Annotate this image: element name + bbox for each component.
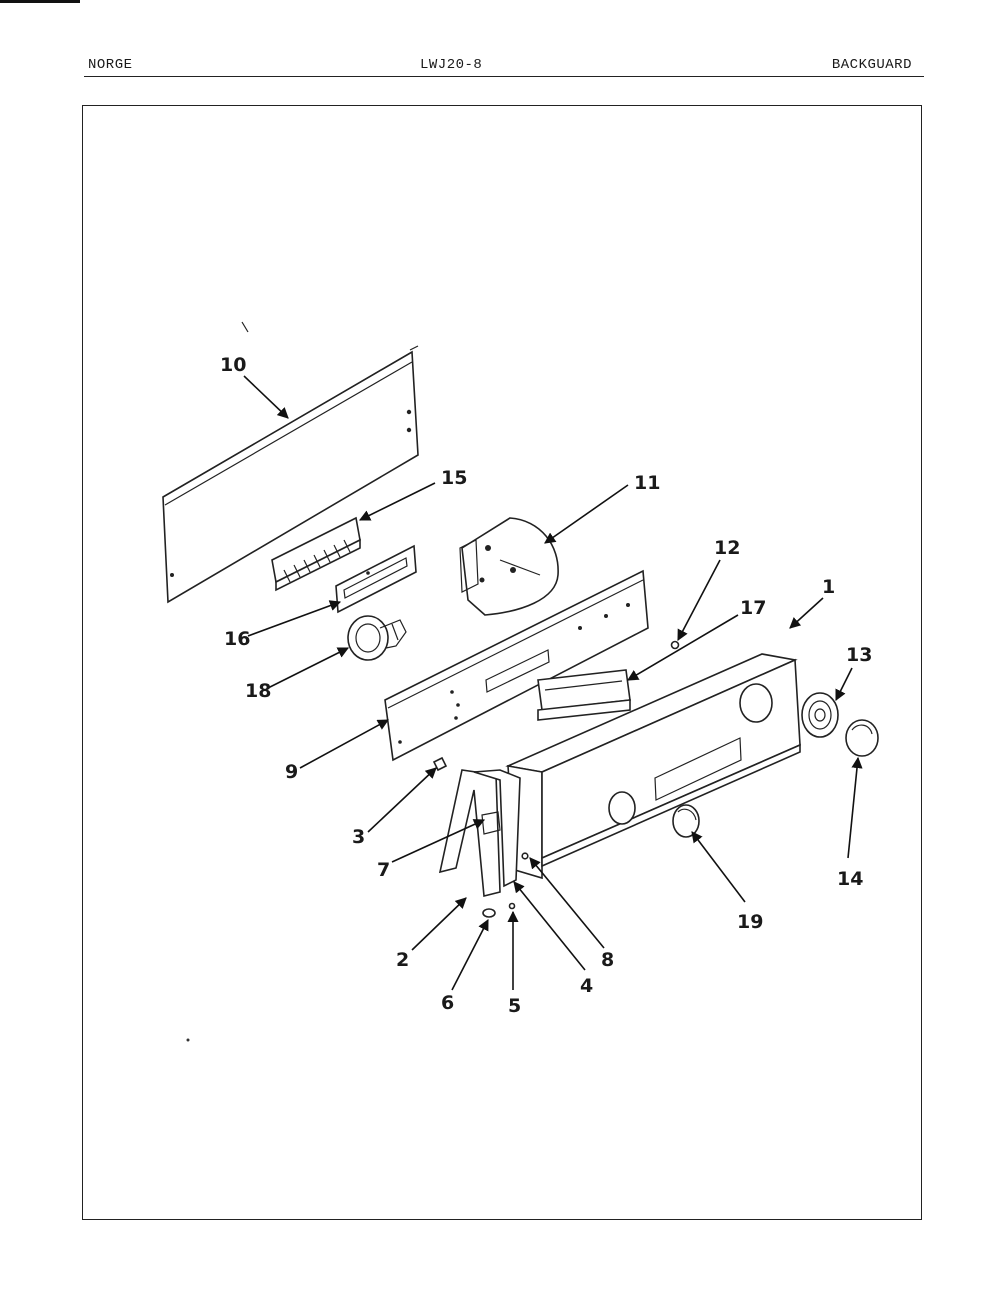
page-header: NORGE LWJ20-8 BACKGUARD bbox=[84, 54, 924, 77]
leader-1 bbox=[789, 597, 824, 629]
callout-2: 2 bbox=[396, 949, 409, 971]
leader-8 bbox=[529, 857, 605, 949]
leader-7 bbox=[391, 819, 486, 863]
leader-16 bbox=[247, 600, 342, 637]
leader-12 bbox=[677, 559, 721, 641]
callout-4: 4 bbox=[580, 975, 593, 997]
callout-labels: 10 15 11 12 17 1 13 16 18 9 3 7 2 6 5 4 … bbox=[220, 354, 872, 1017]
front-knob-part bbox=[672, 804, 700, 838]
callout-19: 19 bbox=[737, 911, 763, 933]
switch-housing-part bbox=[459, 517, 559, 616]
bracket-part bbox=[335, 544, 417, 614]
callout-1: 1 bbox=[822, 576, 835, 598]
callout-3: 3 bbox=[352, 826, 365, 848]
leader-19 bbox=[691, 831, 746, 903]
diagram-frame bbox=[82, 105, 922, 1220]
leader-6 bbox=[451, 919, 489, 991]
leader-3 bbox=[367, 767, 437, 833]
display-lens-part bbox=[537, 669, 631, 721]
side-trim-part bbox=[438, 769, 501, 898]
backguard-housing-part bbox=[505, 653, 801, 880]
leader-11 bbox=[544, 484, 629, 544]
knob-part bbox=[845, 719, 879, 757]
callout-18: 18 bbox=[245, 680, 271, 702]
scan-specks bbox=[186, 321, 249, 1042]
leader-4 bbox=[513, 881, 586, 971]
callout-9: 9 bbox=[285, 761, 298, 783]
screw-part bbox=[670, 640, 680, 650]
callout-7: 7 bbox=[377, 859, 390, 881]
callout-15: 15 bbox=[441, 467, 467, 489]
leader-9 bbox=[299, 719, 389, 769]
brand-label: NORGE bbox=[88, 57, 133, 73]
leader-17 bbox=[627, 614, 739, 681]
rear-panel-part bbox=[162, 345, 419, 604]
leader-13 bbox=[835, 667, 853, 702]
knob-base-part bbox=[801, 692, 839, 738]
screw-mid-part bbox=[521, 852, 529, 860]
callout-13: 13 bbox=[846, 644, 872, 666]
screw-small-part bbox=[508, 902, 516, 910]
leader-14 bbox=[847, 756, 863, 859]
callout-6: 6 bbox=[441, 992, 454, 1014]
callout-17: 17 bbox=[740, 597, 766, 619]
timer-part bbox=[347, 615, 407, 661]
leader-15 bbox=[358, 482, 436, 521]
leader-lines bbox=[243, 375, 863, 991]
control-panel-part bbox=[384, 569, 649, 762]
callout-8: 8 bbox=[601, 949, 614, 971]
small-clip-part bbox=[482, 908, 496, 918]
callout-5: 5 bbox=[508, 995, 521, 1017]
model-number: LWJ20-8 bbox=[420, 57, 483, 73]
leader-18 bbox=[267, 647, 350, 689]
callout-12: 12 bbox=[714, 537, 740, 559]
callout-10: 10 bbox=[220, 354, 246, 376]
end-cap-part bbox=[473, 769, 521, 888]
leader-10 bbox=[243, 375, 289, 419]
leader-2 bbox=[411, 897, 467, 951]
callout-11: 11 bbox=[634, 472, 660, 494]
terminal-block-part bbox=[271, 516, 361, 592]
section-title: BACKGUARD bbox=[831, 57, 912, 73]
callout-16: 16 bbox=[224, 628, 250, 650]
scan-edge-mark bbox=[0, 0, 80, 3]
callout-14: 14 bbox=[837, 868, 863, 890]
